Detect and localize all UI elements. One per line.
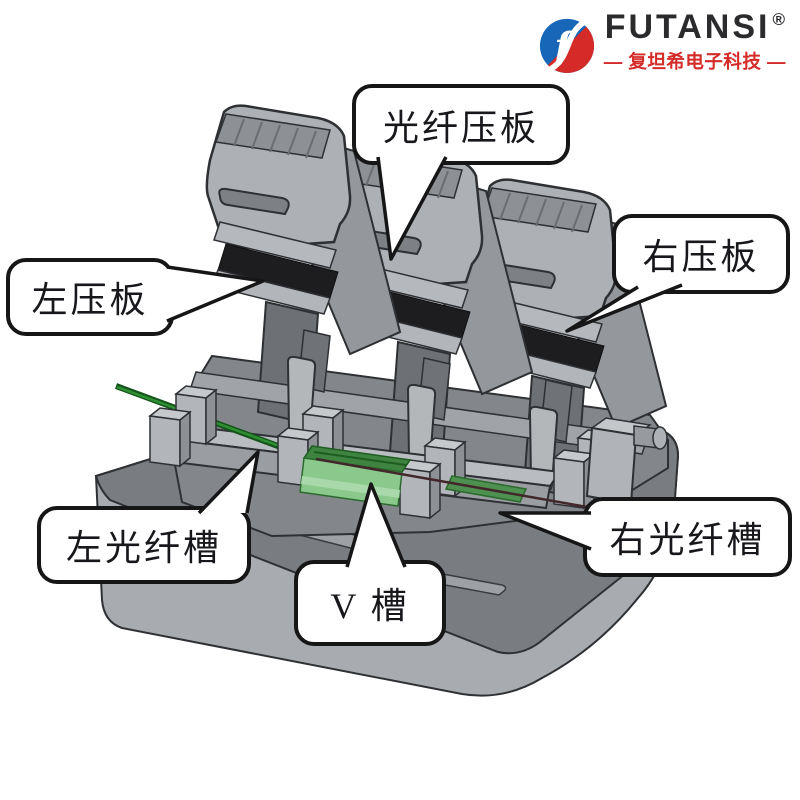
registered-mark-icon: ®: [772, 10, 786, 29]
brand-name-row: FUTANSI®: [605, 10, 785, 44]
callout-fiber-pressure-plate: 光纤压板: [352, 84, 570, 165]
callout-left-pressure-plate: 左压板: [6, 258, 174, 336]
brand-tagline: — 复坦希电子科技 —: [603, 51, 786, 72]
callout-left-fiber-groove: 左光纤槽: [37, 506, 251, 584]
fiber-in-groove: [315, 457, 605, 512]
right-end-block: [585, 417, 668, 506]
logo-text: FUTANSI® — 复坦希电子科技 —: [604, 10, 786, 74]
callout-right-fiber-groove: 右光纤槽: [583, 497, 792, 577]
knob-cap: [652, 426, 668, 450]
callout-v-groove: V 槽: [294, 560, 446, 646]
brand-name: FUTANSI: [604, 8, 771, 46]
futansi-logo-icon: f: [539, 18, 594, 73]
callout-right-pressure-plate: 右压板: [612, 214, 790, 294]
brand-logo: f FUTANSI® — 复坦希电子科技 —: [538, 10, 786, 78]
